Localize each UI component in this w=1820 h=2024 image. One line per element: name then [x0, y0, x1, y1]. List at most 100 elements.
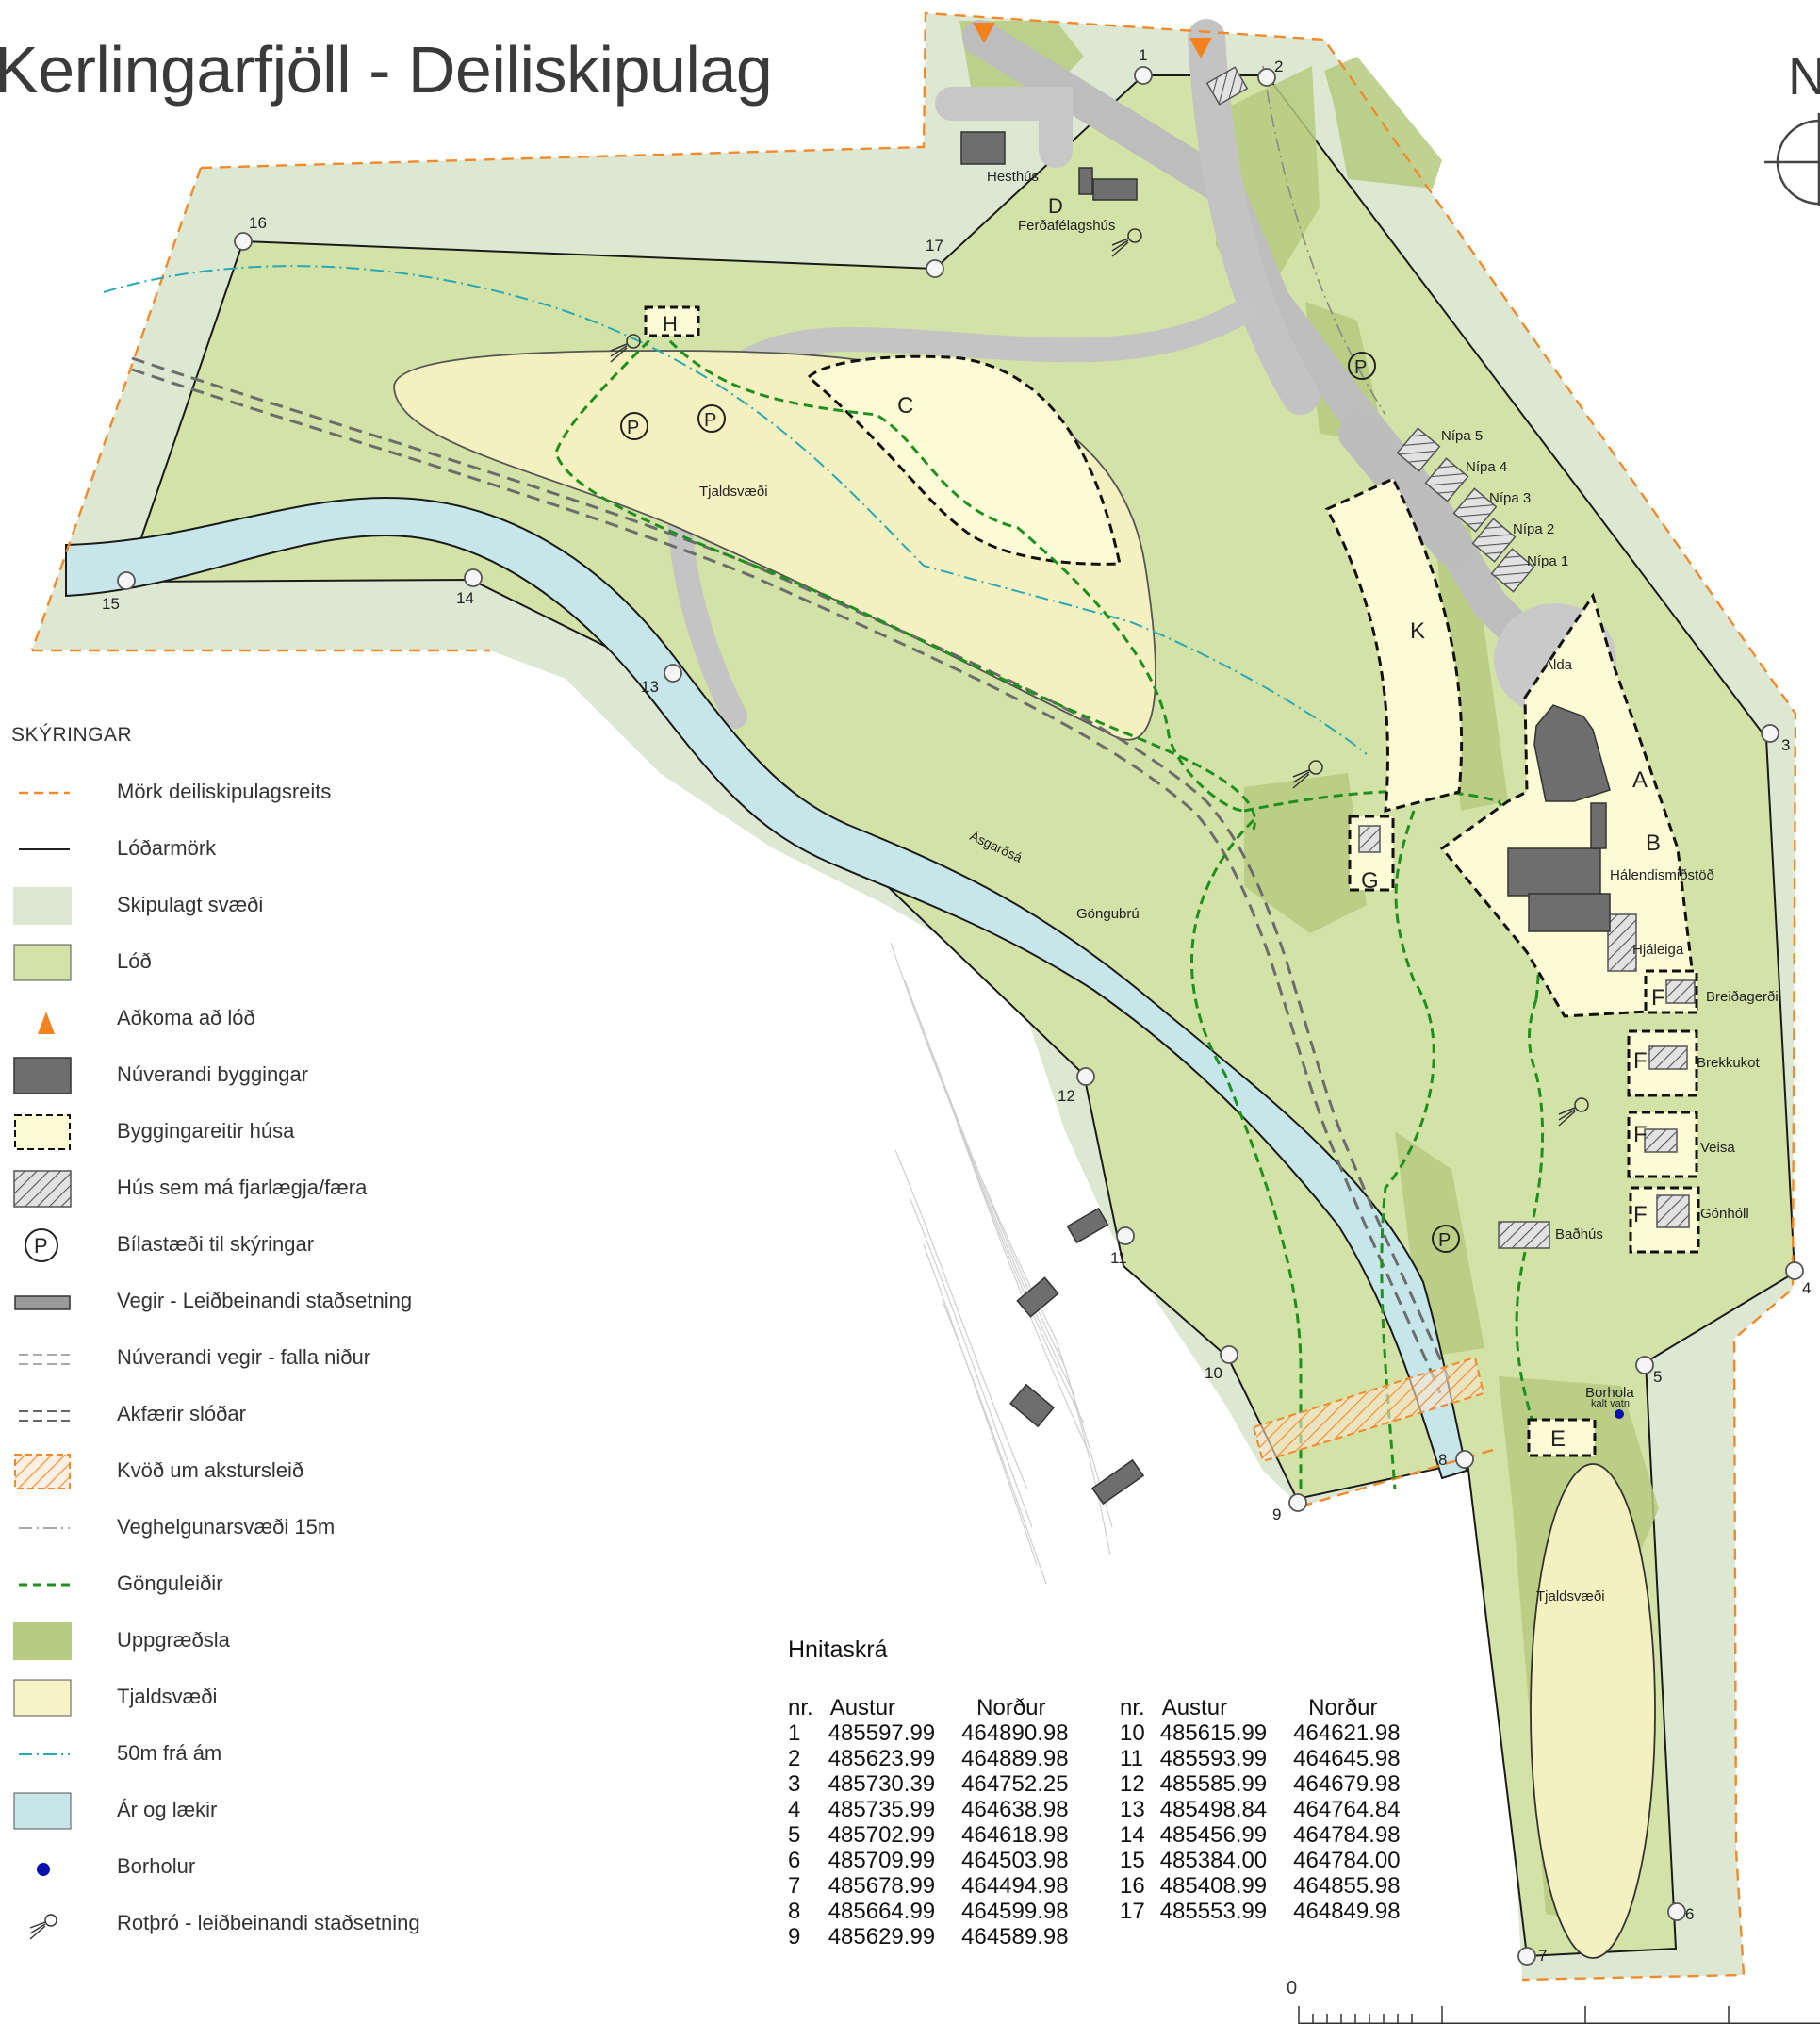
- northing-cell: 464645.98: [1293, 1746, 1401, 1771]
- northing-cell: 464752.25: [961, 1771, 1069, 1797]
- point-number-cell: 13: [1120, 1797, 1145, 1822]
- northing-cell: 464890.98: [961, 1720, 1069, 1746]
- label-nipa1: Nípa 1: [1527, 553, 1568, 569]
- northing-cell: 464764.84: [1293, 1797, 1401, 1822]
- green-box-symbol: [13, 944, 72, 981]
- river-asgardsa: [65, 496, 1468, 1480]
- label-p3: P: [1354, 357, 1367, 378]
- point-8: 8: [1438, 1451, 1447, 1469]
- svg-text:P: P: [34, 1234, 48, 1258]
- coords-title: Hnitaskrá: [788, 1637, 888, 1663]
- point-number-cell: 6: [788, 1848, 801, 1873]
- table-row: 6 485709.99 464503.98: [788, 1848, 1074, 1873]
- point-number-cell: 12: [1120, 1771, 1145, 1797]
- label-halendismidstod: Hálendismiðstöð: [1610, 867, 1714, 883]
- point-11: 11: [1110, 1249, 1127, 1267]
- legend-item-camping: Tjaldsvæði: [0, 1674, 528, 1721]
- building-g: [1358, 825, 1381, 853]
- label-d: D: [1048, 194, 1063, 218]
- easting-cell: 485623.99: [828, 1746, 936, 1771]
- easting-cell: 485709.99: [828, 1848, 936, 1873]
- legend-item-plot-line: Lóðarmörk: [0, 826, 528, 873]
- septic-icon: [29, 1914, 57, 1940]
- point-number-cell: 15: [1120, 1848, 1145, 1873]
- point-number-cell: 16: [1120, 1873, 1145, 1899]
- septic-tanks: [610, 228, 1589, 1127]
- grey-road-symbol: [14, 1295, 71, 1310]
- point-14: 14: [456, 589, 474, 607]
- label-gonholl: Gónhóll: [1700, 1206, 1749, 1222]
- easting-cell: 485593.99: [1159, 1746, 1268, 1771]
- label-brekkukot: Brekkukot: [1697, 1055, 1761, 1071]
- blue-dot-symbol: [37, 1863, 50, 1876]
- northing-cell: 464679.98: [1293, 1771, 1401, 1797]
- legend-item-revegetation: Uppgræðsla: [0, 1618, 528, 1665]
- hatched-box-symbol: [13, 1170, 72, 1208]
- easting-cell: 485702.99: [828, 1822, 936, 1848]
- legend-item-septic: Rotþró - leiðbeinandi staðsetning: [0, 1901, 528, 1948]
- label-hesthus: Hesthús: [987, 169, 1039, 185]
- point-16: 16: [249, 214, 267, 232]
- label-k: K: [1410, 618, 1425, 644]
- easting-cell: 485597.99: [828, 1720, 936, 1746]
- label-badhus: Baðhús: [1555, 1226, 1603, 1242]
- point-number-cell: 8: [788, 1899, 801, 1924]
- existing-buildings: [960, 131, 1611, 1506]
- building-zone-k: [1324, 477, 1464, 813]
- legend-item-rivers: Ár og lækir: [0, 1787, 528, 1835]
- label-kalt-vatn: kalt vatn: [1591, 1398, 1630, 1409]
- river-buffer-line: [103, 265, 1368, 755]
- label-veisa: Veisa: [1700, 1140, 1735, 1156]
- easting-cell: 485553.99: [1159, 1899, 1268, 1924]
- olive-box-symbol: [13, 1622, 72, 1660]
- label-f1: F: [1633, 1048, 1648, 1074]
- label-e: E: [1550, 1426, 1566, 1452]
- label-borhola: Borhola: [1585, 1385, 1634, 1401]
- legend-item-tracks: Akfærir slóðar: [0, 1391, 528, 1439]
- label-nipa2: Nípa 2: [1513, 521, 1554, 537]
- label-f3: F: [1633, 1202, 1648, 1227]
- label-nipa3: Nípa 3: [1489, 490, 1531, 506]
- northing-cell: 464503.98: [961, 1848, 1069, 1873]
- orange-dashed-line-symbol: [19, 791, 70, 795]
- dashed-yellow-box-symbol: [14, 1114, 71, 1150]
- easting-cell: 485456.99: [1159, 1822, 1268, 1848]
- orange-triangle-symbol: [38, 1012, 55, 1034]
- point-12: 12: [1058, 1087, 1075, 1105]
- point-5: 5: [1653, 1368, 1662, 1386]
- label-p1: P: [627, 418, 639, 438]
- label-hjaleiga: Hjáleiga: [1632, 942, 1684, 958]
- light-dashed-double-symbol: [19, 1354, 70, 1365]
- point-markers: [117, 66, 1804, 1966]
- hatched-buildings-f: [1498, 913, 1696, 1249]
- legend-item-parking: P Bílastæði til skýringar: [0, 1222, 528, 1269]
- label-nipa5: Nípa 5: [1441, 428, 1483, 444]
- northing-cell: 464784.98: [1293, 1822, 1401, 1848]
- point-number-cell: 1: [788, 1720, 801, 1746]
- label-h: H: [663, 312, 678, 336]
- terrain-contours: [890, 942, 1113, 1585]
- building-zone-e: [1527, 1418, 1597, 1457]
- point-2: 2: [1274, 58, 1283, 75]
- northing-cell: 464618.98: [961, 1822, 1069, 1848]
- legend-item-building-zones: Byggingareitir húsa: [0, 1109, 528, 1156]
- easting-cell: 485678.99: [828, 1873, 936, 1899]
- label-nipa4: Nípa 4: [1466, 459, 1507, 475]
- point-3: 3: [1781, 736, 1790, 754]
- scale-zero-label: 0: [1287, 1978, 1298, 1999]
- label-a: A: [1632, 767, 1648, 793]
- point-number-cell: 3: [788, 1771, 801, 1797]
- easting-cell: 485384.00: [1159, 1848, 1268, 1873]
- point-10: 10: [1205, 1364, 1222, 1382]
- page-title: Kerlingarfjöll - Deiliskipulag: [0, 33, 773, 107]
- label-ferdafelagshus: Ferðafélagshús: [1018, 218, 1115, 234]
- northing-cell: 464494.98: [961, 1873, 1069, 1899]
